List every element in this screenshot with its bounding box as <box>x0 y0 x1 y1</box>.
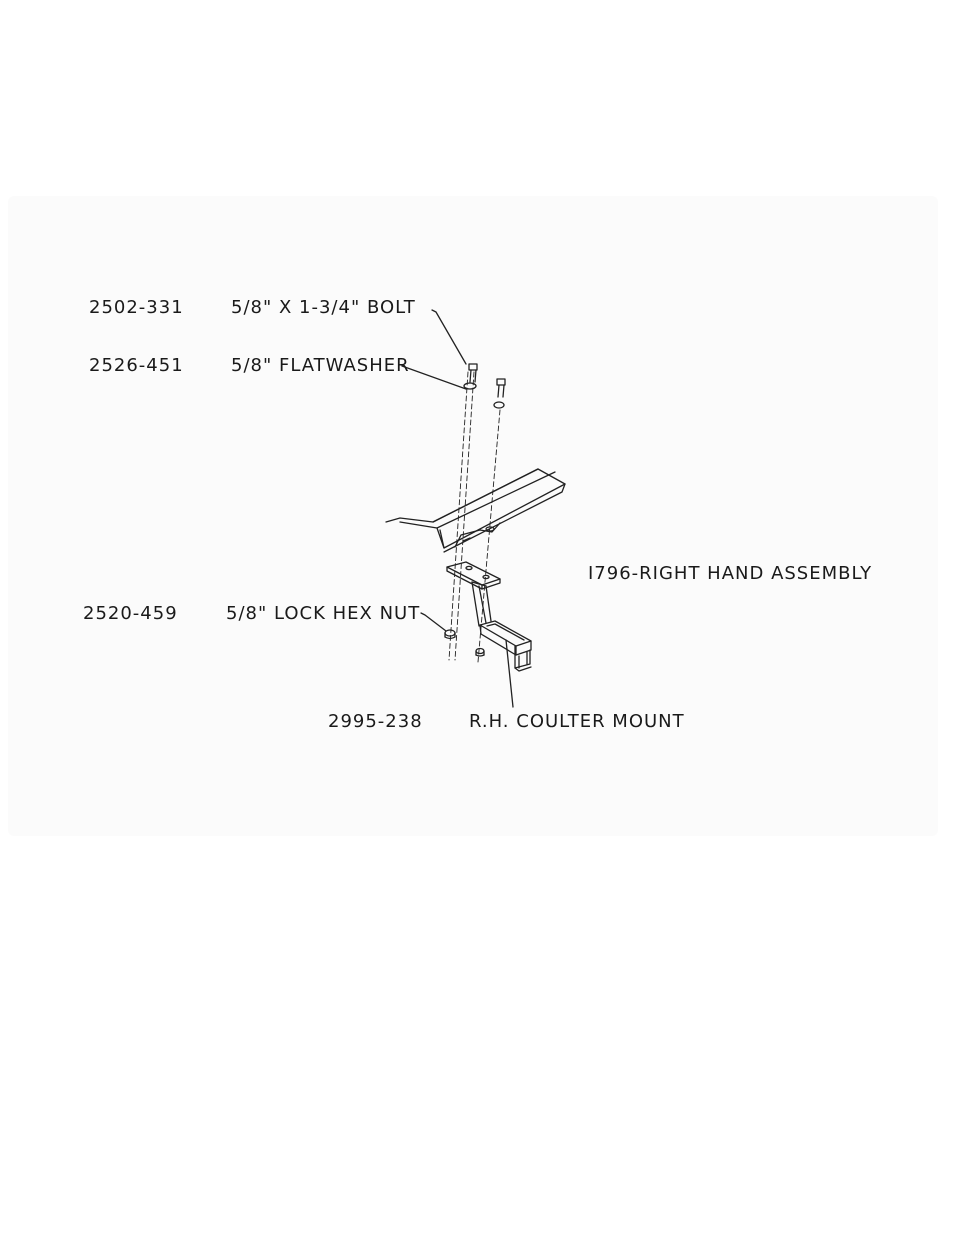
coulter-mount-part-number: 2995-238 <box>328 712 423 732</box>
bolt-right-icon <box>497 379 505 397</box>
flatwasher-left-icon <box>464 383 476 389</box>
flatwasher-leader <box>402 366 466 389</box>
lock-nut-left-icon <box>445 630 455 639</box>
lock-nut-leader <box>421 613 446 631</box>
lock-nut-description: 5/8" LOCK HEX NUT <box>226 604 420 624</box>
centerline-left-2 <box>455 372 474 660</box>
bolt-description: 5/8" X 1-3/4" BOLT <box>231 298 416 318</box>
lock-nut-right-icon <box>476 649 484 657</box>
lock-nut-part-number: 2520-459 <box>83 604 178 624</box>
bolt-leader <box>432 310 466 364</box>
assembly-label: I796-RIGHT HAND ASSEMBLY <box>588 564 872 584</box>
flatwasher-part-number: 2526-451 <box>89 356 184 376</box>
flatwasher-right-icon <box>494 402 504 408</box>
coulter-mount-description: R.H. COULTER MOUNT <box>469 712 685 732</box>
flatwasher-description: 5/8" FLATWASHER <box>231 356 410 376</box>
centerline-left <box>449 372 468 660</box>
bolt-part-number: 2502-331 <box>89 298 184 318</box>
toolbar-beam <box>386 469 565 552</box>
coulter-mount-tube <box>480 621 531 671</box>
bolt-left-icon <box>469 364 477 382</box>
